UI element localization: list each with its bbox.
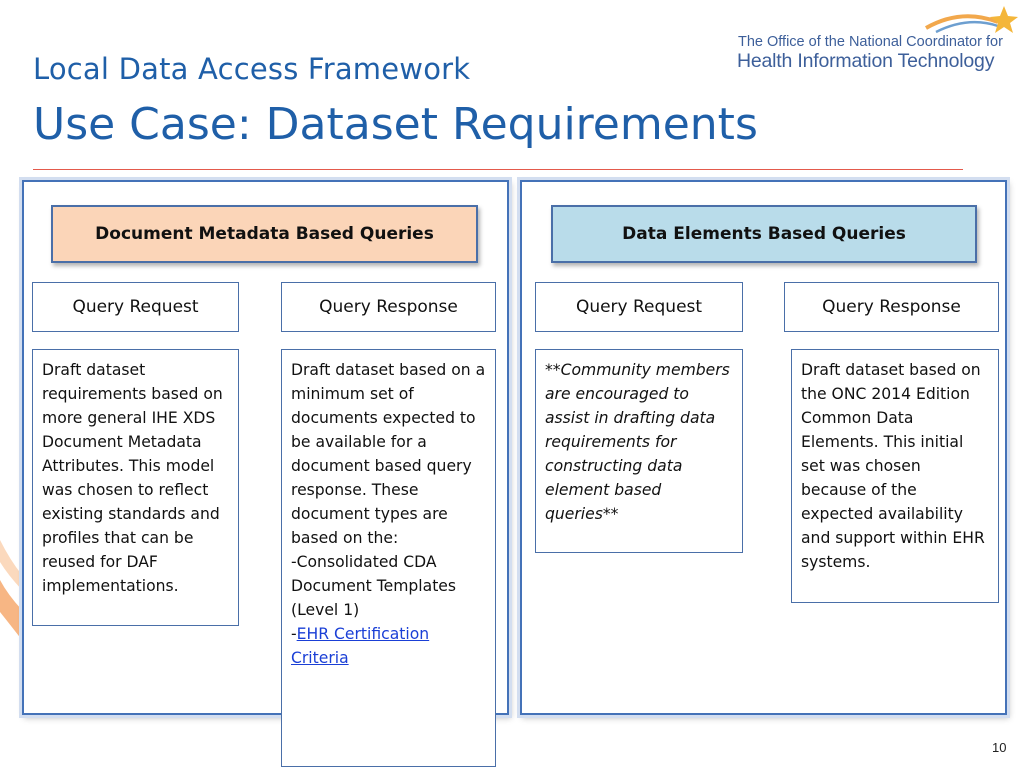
left-response-intro: Draft dataset based on a minimum set of … [291,361,486,547]
slide-title: Use Case: Dataset Requirements [33,99,758,150]
left-query-response-box: Query Response [281,282,496,332]
page-number: 10 [992,740,1007,755]
logo-line2: Health Information Technology [737,50,995,72]
right-query-request-box: Query Request [535,282,743,332]
logo-line1: The Office of the National Coordinator f… [738,34,1003,50]
left-response-item1: -Consolidated CDA Document Templates (Le… [291,553,457,619]
right-response-description: Draft dataset based on the ONC 2014 Edit… [791,349,999,603]
data-elements-heading: Data Elements Based Queries [551,205,977,263]
left-response-item2-prefix: - [291,625,297,643]
onc-logo: The Office of the National Coordinator f… [736,6,1018,76]
right-request-prefix: ** [545,361,561,379]
right-request-text-wrap: **Community members are encouraged to as… [545,358,733,526]
slide-title-line1: Local Data Access Framework [33,52,471,86]
logo-arc-star-icon [925,6,1018,34]
document-metadata-heading: Document Metadata Based Queries [51,205,478,263]
left-response-description: Draft dataset based on a minimum set of … [281,349,496,767]
left-request-description: Draft dataset requirements based on more… [32,349,239,626]
left-request-text: Draft dataset requirements based on more… [42,361,223,595]
left-response-item2: -EHR Certification Criteria [291,622,486,670]
ehr-certification-criteria-link[interactable]: EHR Certification Criteria [291,625,430,667]
right-query-response-box: Query Response [784,282,999,332]
right-request-text: Community members are encouraged to assi… [545,361,730,523]
right-request-description: **Community members are encouraged to as… [535,349,743,553]
title-divider [33,169,963,170]
right-response-text: Draft dataset based on the ONC 2014 Edit… [801,361,985,571]
right-request-suffix: ** [602,505,619,523]
left-query-request-box: Query Request [32,282,239,332]
